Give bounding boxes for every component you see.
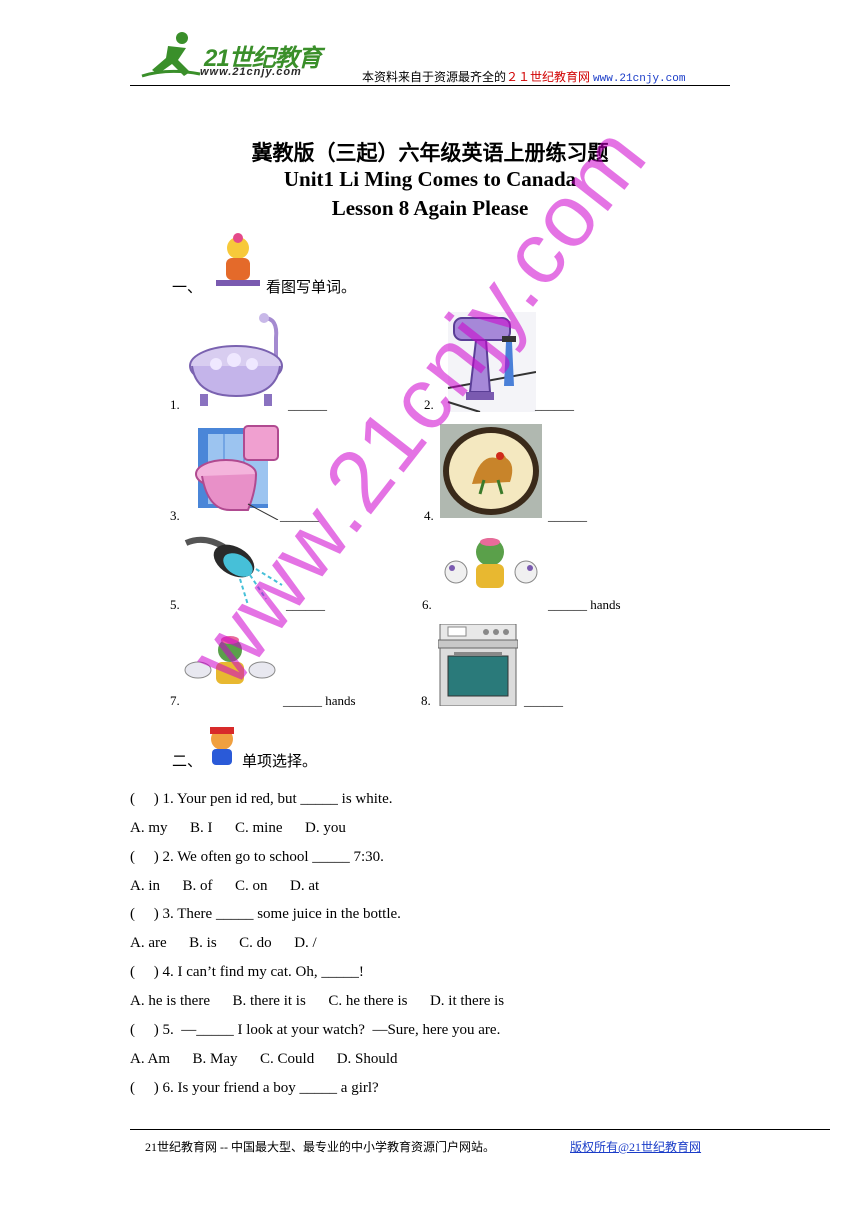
sink-icon	[440, 312, 537, 413]
options-1: A. my B. I C. mine D. you	[130, 820, 346, 837]
option-d[interactable]: D. it there is	[429, 993, 505, 1009]
option-d[interactable]: D. /	[294, 935, 317, 951]
logo-url: www.21cnjy.com	[200, 66, 302, 78]
logo-text: 21世纪教育	[204, 45, 322, 72]
picture-number: 6.	[422, 597, 432, 612]
header-divider	[130, 85, 730, 86]
option-c[interactable]: C. on	[235, 878, 268, 894]
picture-number: 5.	[170, 597, 180, 612]
option-a[interactable]: A. in	[130, 878, 160, 894]
header-note: 本资料来自于资源最齐全的２１世纪教育网 www.21cnjy.com	[362, 68, 685, 85]
header-note-prefix: 本资料来自于资源最齐全的	[362, 70, 507, 84]
option-b[interactable]: B. of	[182, 878, 213, 894]
section1-label: 看图写单词。	[266, 280, 357, 296]
answer-blank[interactable]: ______	[286, 597, 325, 612]
option-a[interactable]: A. are	[130, 935, 167, 951]
option-c[interactable]: C. do	[239, 935, 272, 951]
answer-blank[interactable]: ______	[535, 397, 574, 412]
picture-number: 2.	[424, 397, 434, 412]
dry-hands-icon	[184, 634, 276, 690]
answer-blank[interactable]: ______ hands	[548, 597, 621, 612]
cartoon-girl-icon	[210, 232, 266, 292]
stove-icon	[437, 623, 519, 707]
option-b[interactable]: B. is	[189, 935, 217, 951]
answer-blank[interactable]: ______	[548, 508, 587, 523]
picture-number: 4.	[424, 508, 434, 523]
options-5: A. Am B. May C. Could D. Should	[130, 1051, 398, 1068]
site-logo: 21世纪教育 www.21cnjy.com	[138, 28, 338, 84]
footer-text: 21世纪教育网 -- 中国最大型、最专业的中小学教育资源门户网站。	[145, 1140, 495, 1154]
unit-title: Unit1 Li Ming Comes to Canada	[283, 167, 577, 191]
header-url[interactable]: www.21cnjy.com	[593, 73, 686, 85]
header-site-name[interactable]: ２１世纪教育网	[506, 70, 591, 84]
picture-number: 7.	[170, 693, 180, 708]
answer-blank[interactable]: ______ hands	[283, 693, 356, 708]
option-c[interactable]: C. he there is	[328, 993, 408, 1009]
bathtub-icon	[186, 308, 286, 410]
picture-number: 8.	[421, 693, 431, 708]
question-3: ( ) 3. There _____ some juice in the bot…	[130, 906, 401, 922]
copyright-link[interactable]: 版权所有@21世纪教育网	[570, 1140, 702, 1154]
option-d[interactable]: D. Should	[336, 1051, 398, 1067]
question-4: ( ) 4. I can’t find my cat. Oh, _____!	[130, 964, 364, 980]
cartoon-boy-icon	[204, 725, 240, 769]
question-5: ( ) 5. —_____ I look at your watch? —Sur…	[130, 1022, 501, 1038]
option-a[interactable]: A. he is there	[130, 993, 210, 1009]
question-6: ( ) 6. Is your friend a boy _____ a girl…	[130, 1080, 379, 1096]
option-c[interactable]: C. Could	[260, 1051, 315, 1067]
answer-blank[interactable]: ______	[280, 508, 319, 523]
toilet-icon	[188, 424, 284, 521]
options-4: A. he is there B. there it is C. he ther…	[130, 993, 504, 1010]
option-d[interactable]: D. at	[290, 878, 320, 894]
option-a[interactable]: A. Am	[130, 1051, 171, 1067]
answer-blank[interactable]: ______	[524, 693, 563, 708]
section2-number: 二、	[172, 754, 203, 770]
page-title: 冀教版（三起）六年级英语上册练习题	[251, 141, 609, 165]
options-3: A. are B. is C. do D. /	[130, 935, 317, 952]
shower-icon	[184, 535, 288, 609]
runner-logo-icon	[141, 32, 201, 78]
lesson-title: Lesson 8 Again Please	[331, 196, 529, 220]
question-1: ( ) 1. Your pen id red, but _____ is whi…	[130, 791, 393, 807]
option-b[interactable]: B. there it is	[232, 993, 306, 1009]
section1-number: 一、	[172, 280, 203, 296]
option-a[interactable]: A. my	[130, 820, 168, 836]
option-c[interactable]: C. mine	[235, 820, 283, 836]
option-b[interactable]: B. May	[192, 1051, 238, 1067]
wash-hands-icon	[442, 534, 540, 606]
options-2: A. in B. of C. on D. at	[130, 878, 319, 895]
answer-blank[interactable]: ______	[288, 397, 327, 412]
section2-label: 单项选择。	[242, 754, 318, 770]
question-2: ( ) 2. We often go to school _____ 7:30.	[130, 849, 384, 865]
plate-icon	[440, 424, 542, 518]
footer-divider	[130, 1129, 830, 1130]
picture-number: 3.	[170, 508, 180, 523]
option-d[interactable]: D. you	[305, 820, 346, 836]
picture-number: 1.	[170, 397, 180, 412]
option-b[interactable]: B. I	[190, 820, 213, 836]
